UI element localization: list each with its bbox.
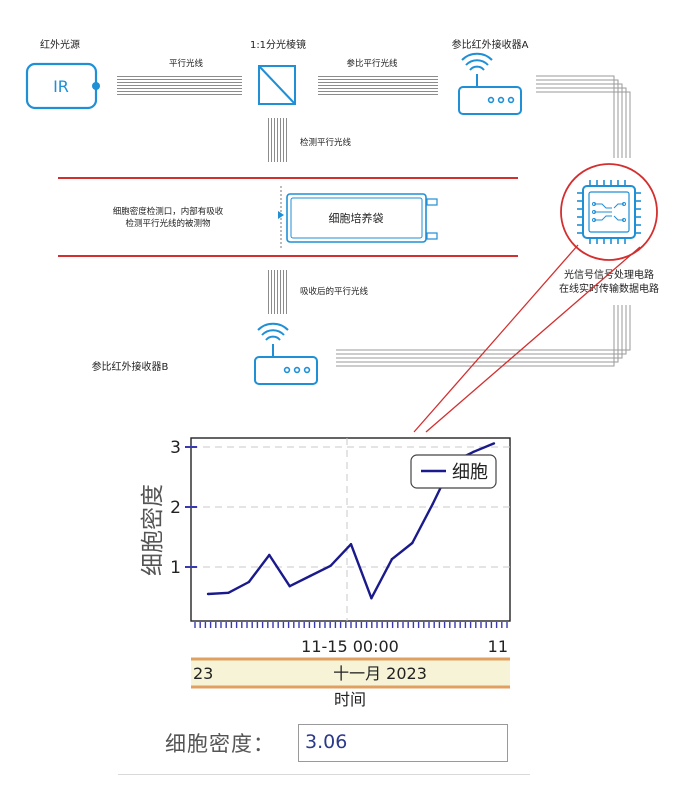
receiver-a-icon [458,52,522,115]
legend: 细胞 [410,454,497,489]
y-tick-label: 1 [170,558,181,578]
receiver-b-label: 参比红外接收器B [92,360,169,373]
data-point [472,450,475,453]
y-axis-title: 细胞密度 [140,484,166,576]
cable-receiver-a [536,75,631,158]
data-point [288,585,291,588]
beam-prism-down [267,118,287,162]
band-label-left: 23 [193,664,213,683]
data-point [431,502,434,506]
data-point [206,592,210,596]
cell-density-value-field[interactable]: 3.06 [298,724,508,762]
data-point [308,574,312,578]
beam-reference-label: 参比平行光线 [346,58,398,69]
ir-source-label: 红外光源 [40,38,80,51]
beam-source-to-prism [117,76,242,96]
data-point [411,541,414,545]
x-tick-label-2: 11 [488,637,508,656]
divider [118,774,530,775]
data-point [329,564,332,567]
beam-detect-label: 检测平行光线 [300,137,352,148]
culture-bag-icon: 细胞培养袋 [278,186,438,250]
beam-parallel-label: 平行光线 [169,58,204,69]
prism-icon [258,65,296,105]
ir-text: IR [53,77,69,96]
ir-source-icon: IR [25,62,100,110]
data-point [390,558,394,561]
cable-receiver-b [336,305,631,367]
data-point [492,442,496,445]
detect-port-label-line2: 检测平行光线的被测物 [125,218,211,229]
circuit-label-line2: 在线实时传输数据电路 [559,282,659,295]
data-point [247,580,251,584]
data-point [370,597,373,600]
callout-line-left [413,244,579,433]
reading-label: 细胞密度： [165,732,275,756]
y-tick-label: 2 [170,498,181,518]
signal-circuit-chip-icon [560,163,658,261]
callout-line-right [425,246,641,433]
x-axis-title: 时间 [334,690,366,709]
data-point [268,553,271,557]
receiver-a-label: 参比红外接收器A [452,38,529,51]
culture-bag-label: 细胞培养袋 [329,211,384,225]
data-point [349,543,353,546]
month-band [191,659,510,687]
beam-absorbed-label: 吸收后的平行光线 [300,286,369,297]
x-axis-minor-ticks [194,622,508,628]
prism-label: 1:1分光棱镜 [250,38,306,51]
detect-port-label-line1: 细胞密度检测口，内部有吸收 [113,206,224,217]
band-label-month: 十一月 2023 [333,664,427,683]
beam-absorbed [267,270,287,314]
cell-density-chart: 123 细胞 11-15 00:00 11 23 十一月 2023 时间 细胞密… [140,437,511,709]
legend-label: 细胞 [452,462,488,483]
beam-prism-to-receiver-a [318,76,438,96]
data-point [227,591,230,594]
receiver-b-icon [254,322,318,385]
x-tick-label-1: 11-15 00:00 [301,637,399,656]
y-tick-label: 3 [170,438,181,458]
